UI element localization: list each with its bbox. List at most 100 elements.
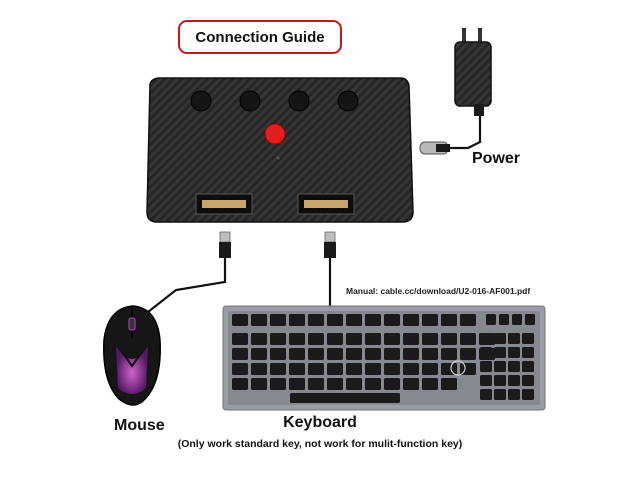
usb-switch-box-icon bbox=[146, 77, 414, 223]
keyboard-key bbox=[384, 363, 400, 375]
keyboard-key bbox=[422, 348, 438, 360]
keyboard-numpad-key bbox=[480, 389, 492, 400]
keyboard-key bbox=[365, 314, 381, 326]
keyboard-key bbox=[289, 333, 305, 345]
keyboard-key bbox=[232, 333, 248, 345]
keyboard-key bbox=[251, 333, 267, 345]
keyboard-compat-note: (Only work standard key, not work for mu… bbox=[177, 438, 463, 450]
keyboard-key bbox=[403, 378, 419, 390]
mouse-cable bbox=[147, 256, 227, 313]
keyboard-numpad-key bbox=[508, 389, 520, 400]
usb-port-left bbox=[195, 193, 253, 215]
keyboard-key bbox=[346, 363, 362, 375]
keyboard-key bbox=[403, 333, 419, 345]
keyboard-key bbox=[327, 314, 343, 326]
power-label: Power bbox=[472, 150, 521, 167]
keyboard-key bbox=[270, 314, 286, 326]
keyboard-key bbox=[251, 378, 267, 390]
keyboard-media-key bbox=[499, 314, 509, 325]
keyboard-key bbox=[441, 333, 457, 345]
hub-button-4 bbox=[337, 90, 359, 112]
keyboard-numpad-key bbox=[494, 389, 506, 400]
keyboard-key bbox=[365, 363, 381, 375]
keyboard-key bbox=[422, 363, 438, 375]
keyboard-key bbox=[270, 363, 286, 375]
keyboard-key bbox=[422, 378, 438, 390]
mouse-label: Mouse bbox=[114, 417, 165, 434]
keyboard-numpad-key bbox=[508, 361, 520, 372]
keyboard-key bbox=[232, 348, 248, 360]
keyboard-numpad-key bbox=[494, 347, 506, 358]
keyboard-key bbox=[384, 314, 400, 326]
keyboard-key bbox=[441, 363, 457, 375]
usb-port-right bbox=[297, 193, 355, 215]
keyboard-key bbox=[327, 348, 343, 360]
keyboard-key bbox=[251, 314, 267, 326]
keyboard-numpad-key bbox=[494, 375, 506, 386]
power-cable bbox=[445, 112, 482, 150]
keyboard-media-key bbox=[486, 314, 496, 325]
keyboard-key bbox=[365, 378, 381, 390]
keyboard-key bbox=[460, 314, 476, 326]
keyboard-numpad-key bbox=[494, 333, 506, 344]
hub-button-1 bbox=[190, 90, 212, 112]
usb-c-plug-icon bbox=[419, 141, 450, 155]
keyboard-key bbox=[441, 314, 457, 326]
keyboard-key bbox=[289, 378, 305, 390]
keyboard-numpad-key bbox=[480, 333, 492, 344]
keyboard-key bbox=[346, 333, 362, 345]
keyboard-numpad-key bbox=[480, 361, 492, 372]
keyboard-numpad-key bbox=[480, 375, 492, 386]
keyboard-key bbox=[232, 314, 248, 326]
keyboard-key bbox=[384, 378, 400, 390]
keyboard-key bbox=[308, 314, 324, 326]
keyboard-key bbox=[232, 378, 248, 390]
keyboard-numpad-key bbox=[508, 375, 520, 386]
keyboard-key bbox=[384, 333, 400, 345]
hub-button-2 bbox=[239, 90, 261, 112]
keyboard-key bbox=[232, 363, 248, 375]
keyboard-key bbox=[270, 378, 286, 390]
cables bbox=[147, 112, 482, 313]
keyboard-key bbox=[346, 348, 362, 360]
keyboard-keys bbox=[232, 314, 535, 403]
keyboard-key bbox=[251, 348, 267, 360]
keyboard-key bbox=[403, 363, 419, 375]
keyboard-key bbox=[441, 378, 457, 390]
hub-button-3 bbox=[288, 90, 310, 112]
keyboard-numpad-key bbox=[522, 347, 534, 358]
keyboard-numpad-key bbox=[522, 375, 534, 386]
keyboard-media-key bbox=[525, 314, 535, 325]
keyboard-numpad-key bbox=[508, 333, 520, 344]
keyboard-spacebar bbox=[290, 393, 400, 403]
usb-plug-keyboard-icon bbox=[324, 231, 336, 258]
keyboard-label: Keyboard bbox=[283, 414, 357, 431]
keyboard-key bbox=[327, 378, 343, 390]
hp-logo bbox=[450, 360, 466, 376]
keyboard-key bbox=[308, 333, 324, 345]
keyboard-numpad-key bbox=[522, 389, 534, 400]
keyboard-key bbox=[327, 333, 343, 345]
keyboard-media-key bbox=[512, 314, 522, 325]
keyboard-key bbox=[365, 348, 381, 360]
keyboard-numpad-key bbox=[508, 347, 520, 358]
keyboard-key bbox=[384, 348, 400, 360]
keyboard-key bbox=[270, 333, 286, 345]
manual-link-text: Manual: cable.cc/download/U2-016-AF001.p… bbox=[346, 286, 531, 296]
keyboard-numpad-key bbox=[494, 361, 506, 372]
keyboard-key bbox=[403, 348, 419, 360]
usb-plug-mouse-icon bbox=[219, 231, 231, 258]
keyboard-key bbox=[346, 314, 362, 326]
power-adapter-icon bbox=[454, 28, 492, 116]
keyboard-key bbox=[422, 333, 438, 345]
keyboard-key bbox=[403, 314, 419, 326]
keyboard-key bbox=[270, 348, 286, 360]
keyboard-key bbox=[308, 378, 324, 390]
keyboard-key bbox=[289, 348, 305, 360]
keyboard-key bbox=[365, 333, 381, 345]
keyboard-numpad-key bbox=[522, 333, 534, 344]
keyboard-key bbox=[460, 333, 476, 345]
keyboard-key bbox=[308, 348, 324, 360]
